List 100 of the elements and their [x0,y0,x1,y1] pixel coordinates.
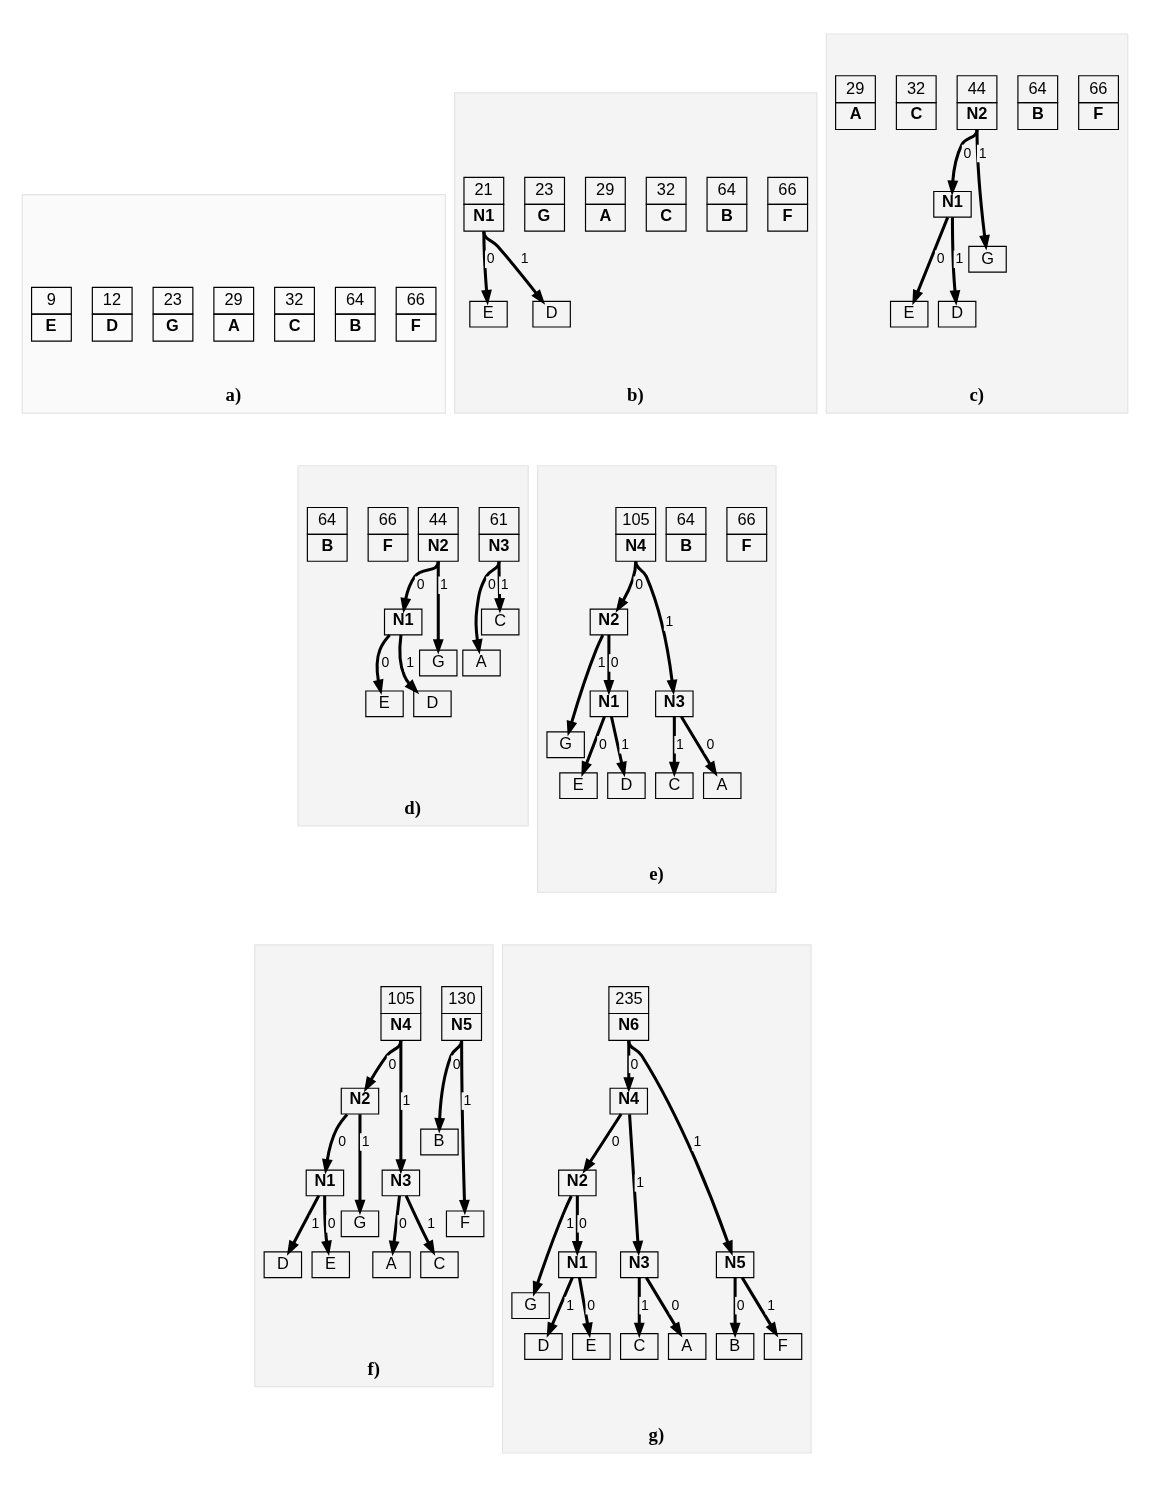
node-box: B [420,1128,459,1155]
node-box: F [445,1209,485,1237]
arrow [400,560,440,613]
edge-label: 1 [693,1132,702,1149]
edge-label: 1 [636,1173,645,1190]
edge-label: 1 [641,1296,649,1313]
node-box: N1 [558,1250,597,1278]
edge-label: 0 [587,1296,596,1313]
edge-label: 1 [406,653,414,670]
edge-label: 0 [388,1055,397,1072]
edge-label: 1 [402,1091,411,1108]
node-box: C [620,1332,659,1360]
edge-label: 0 [381,653,390,670]
node-box: E [365,689,404,717]
edge-label: 1 [566,1296,575,1313]
arrow [610,715,627,777]
edge-label: 1 [361,1132,370,1149]
node-box: C [420,1250,459,1278]
edge-label: 1 [767,1296,776,1313]
edge-label: 0 [338,1132,347,1149]
edge-label: 0 [487,575,496,592]
node-box: A [702,771,742,799]
node-box: N3 [381,1169,421,1196]
node-box: N4 [609,1087,649,1115]
node-box: B [715,1332,755,1360]
arrow [432,560,444,655]
node-box: N1 [589,689,629,717]
edge-label: 1 [676,735,684,752]
edge-label: 0 [736,1296,745,1313]
edge-label: 0 [579,1214,587,1231]
arrow [729,1277,741,1338]
node-box: G [968,245,1007,273]
node-box: N2 [589,608,629,635]
node-box: A [462,649,501,676]
edge-label: 1 [520,249,529,266]
edge-label: 0 [399,1214,407,1231]
node-box: N3 [655,689,694,717]
edge-label: 0 [635,575,643,592]
node-box: G [419,649,458,676]
node-box: G [340,1209,380,1237]
node-box: E [889,300,929,328]
arrow [388,1195,401,1256]
node-box: G [546,730,585,758]
edge-label: 0 [936,249,945,266]
edge-label: 1 [500,575,509,592]
edge-label: 0 [452,1055,461,1072]
edge-label: 1 [621,735,629,752]
edge-label: 0 [611,1132,620,1149]
edge-label: 0 [486,249,495,266]
edge-label: 0 [416,575,425,592]
node-box: E [572,1332,611,1360]
node-box: D [532,300,571,328]
arrow [321,1195,332,1256]
edge-label: 0 [671,1296,680,1313]
edge-label: 1 [978,144,987,161]
arrow [912,216,950,305]
node-box: D [263,1250,303,1278]
node-box: C [655,771,694,799]
arrow [471,560,501,655]
node-box: D [524,1332,563,1360]
node-box: N2 [340,1087,380,1115]
node-box: N5 [715,1250,755,1278]
arrow [603,634,615,695]
node-box: N2 [558,1169,597,1196]
edge-label: 1 [440,575,448,592]
arrow [623,1039,635,1093]
node-box: D [413,689,452,717]
node-box: E [311,1250,351,1278]
node-box: F [763,1332,803,1360]
arrow [354,1113,366,1215]
edge-label: 0 [610,653,619,670]
node-box: A [372,1250,411,1278]
node-box: N1 [933,190,972,218]
arrow [481,230,492,305]
edge-label: 1 [955,249,964,266]
edge-label: 1 [463,1091,472,1108]
node-box: A [667,1332,707,1360]
node-box: N1 [383,608,423,635]
edge-label: 0 [963,144,972,161]
arrow [571,1195,583,1256]
arrow [398,634,420,694]
edge-label: 1 [665,612,674,629]
node-box: E [469,300,508,328]
edge-label: 0 [630,1055,639,1072]
arrow [949,216,961,306]
arrow [459,1039,470,1215]
arrow [577,1276,593,1338]
node-box: C [480,608,520,635]
arrow [668,716,680,777]
edge-label: 1 [566,1214,575,1231]
node-box: E [559,771,598,799]
edge-label: 0 [598,735,607,752]
edge-label: 1 [597,653,606,670]
node-box: D [607,771,646,799]
edge-label: 0 [327,1214,336,1231]
node-box: N3 [620,1250,659,1278]
edge-label: 1 [427,1214,435,1231]
arrow [615,560,638,613]
edge-label: 0 [706,735,715,752]
node-box: G [511,1291,550,1319]
